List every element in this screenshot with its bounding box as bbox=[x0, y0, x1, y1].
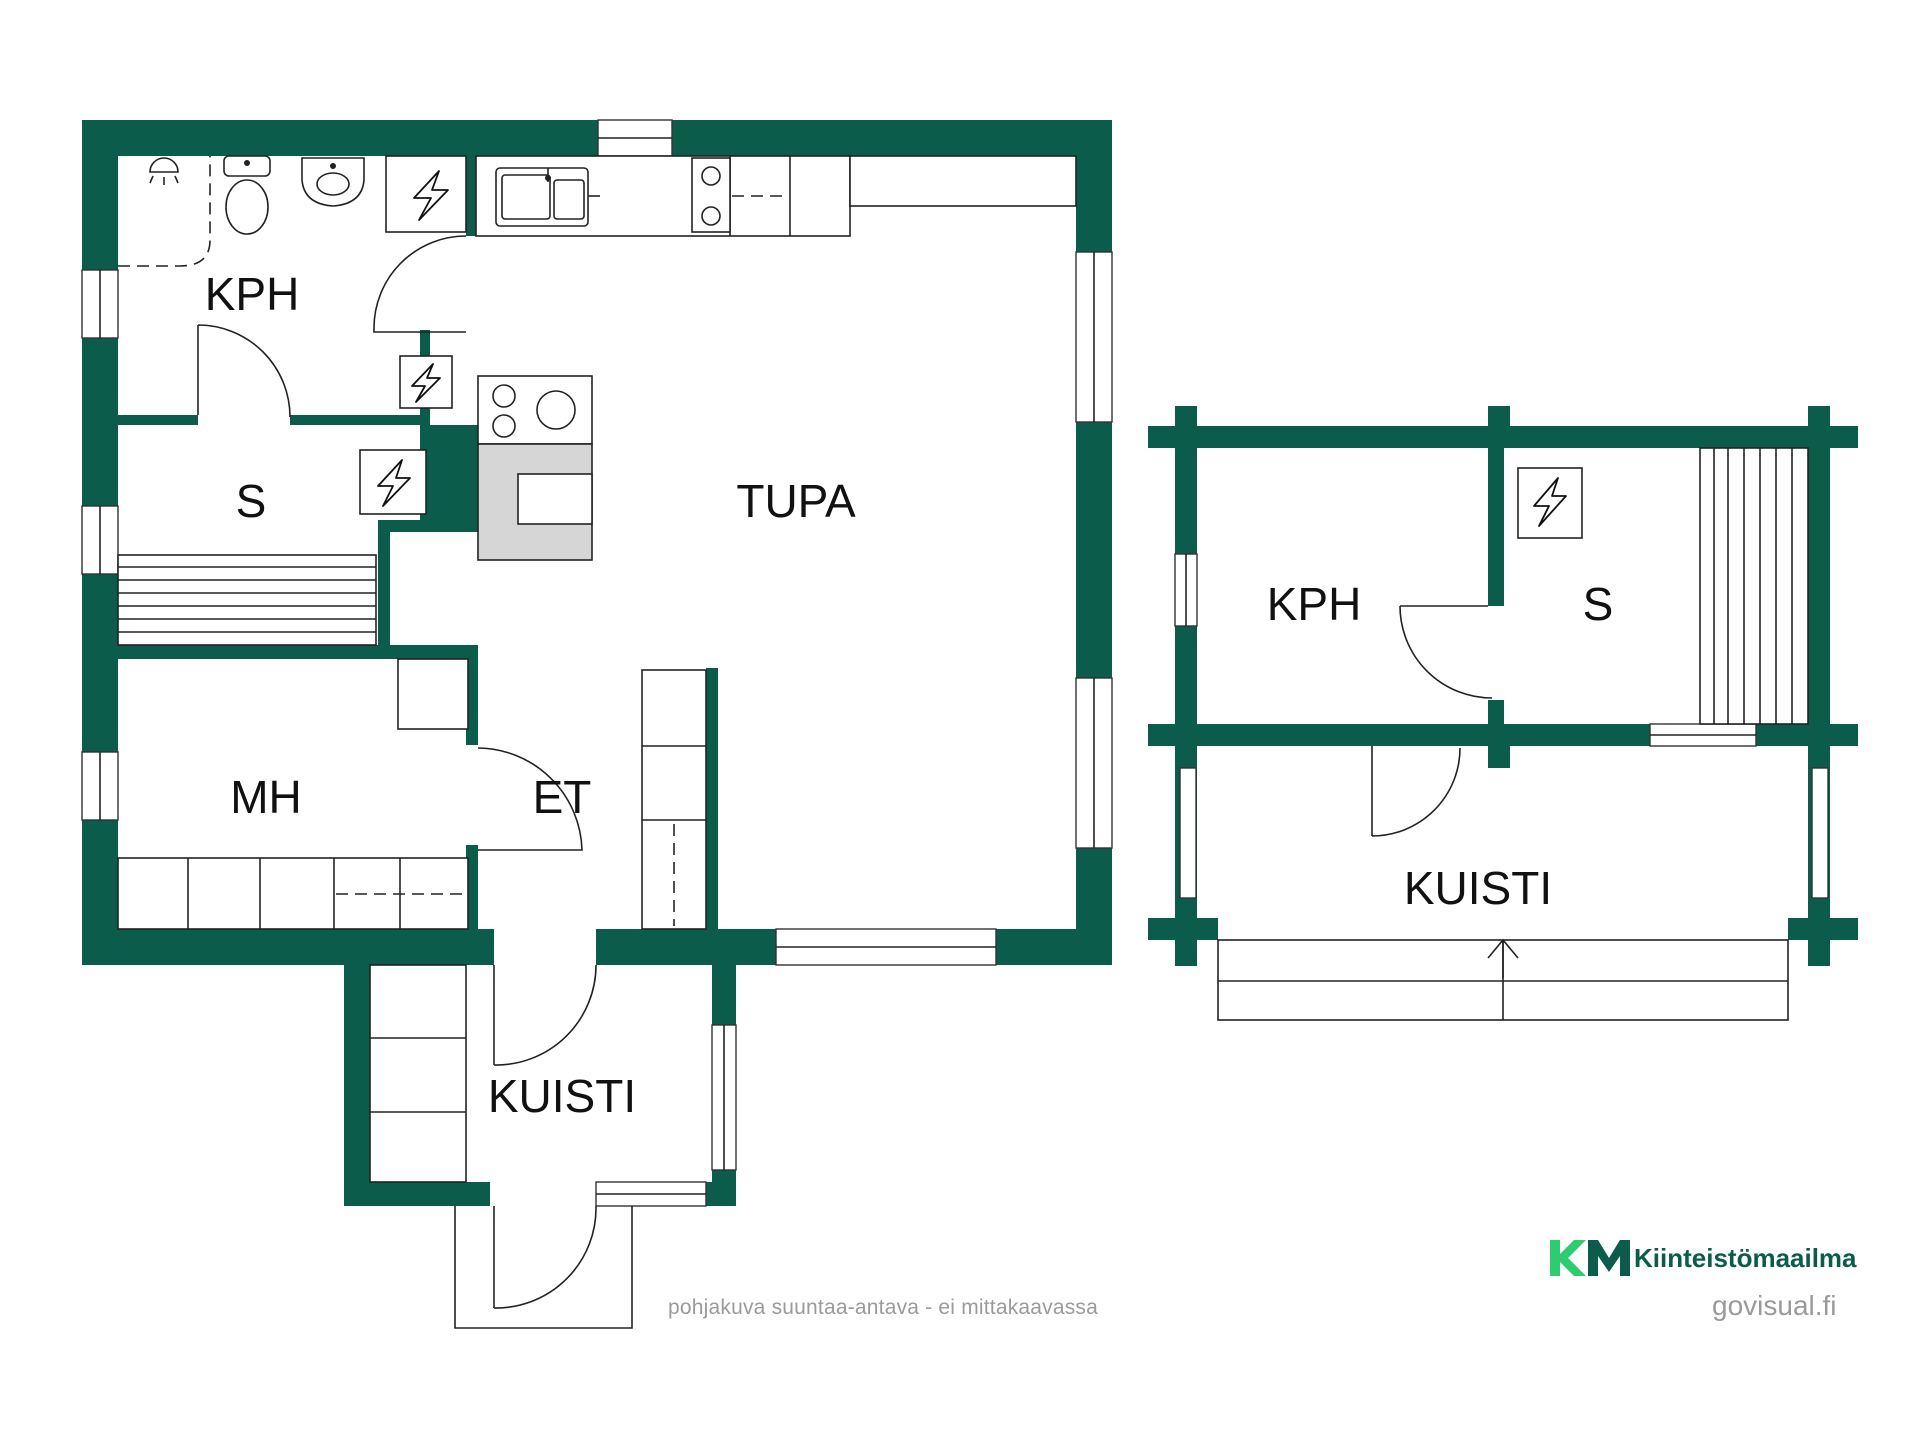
sauna-bench bbox=[117, 554, 377, 646]
wall-bottom-mid bbox=[596, 929, 776, 965]
annex-building bbox=[1148, 406, 1858, 1021]
door-kph-s bbox=[197, 324, 291, 418]
wall-kph-s bbox=[118, 415, 198, 425]
wall-kph-s-2 bbox=[290, 415, 430, 425]
room-label-kph: KPH bbox=[205, 268, 300, 320]
wall-mh-right-2 bbox=[466, 845, 478, 929]
room-label-mh: MH bbox=[230, 771, 302, 823]
room-label-annex-kph: KPH bbox=[1267, 578, 1362, 630]
porch-steps bbox=[454, 1206, 633, 1329]
room-label-annex-kuisti: KUISTI bbox=[1404, 862, 1552, 914]
brand-name: Kiinteistömaailma bbox=[1634, 1242, 1857, 1273]
room-label-kuisti: KUISTI bbox=[488, 1070, 636, 1122]
wall-kitchen-divider bbox=[466, 156, 476, 236]
fireplace bbox=[477, 375, 593, 561]
door-entrance bbox=[493, 964, 597, 1066]
tall-cabinet bbox=[641, 669, 707, 930]
room-label-tupa: TUPA bbox=[736, 475, 856, 527]
wall-mh-top bbox=[118, 645, 478, 659]
km-logo-icon bbox=[1550, 1240, 1630, 1276]
stove-icon bbox=[691, 157, 731, 233]
wall-chimney bbox=[430, 425, 478, 530]
wall-s-right bbox=[420, 330, 430, 530]
porch-storage bbox=[369, 964, 467, 1183]
credit-text: govisual.fi bbox=[1712, 1290, 1837, 1321]
wall-top bbox=[82, 120, 1112, 156]
electric-panel-icon bbox=[399, 355, 453, 409]
room-label-s: S bbox=[236, 475, 267, 527]
door-kph-tupa bbox=[373, 235, 467, 333]
arrow-up-icon bbox=[1487, 938, 1519, 978]
wall-s-corridor bbox=[378, 520, 390, 645]
electric-panel-icon bbox=[385, 155, 467, 233]
door-mh bbox=[477, 747, 583, 851]
shower-icon bbox=[149, 157, 179, 185]
porch-wall-bottom-left bbox=[344, 1182, 490, 1206]
annex-steps bbox=[1217, 938, 1789, 1021]
wall-bottom-left bbox=[82, 929, 494, 965]
porch-wall-left bbox=[344, 960, 370, 1205]
wall-bottom-right bbox=[996, 929, 1112, 965]
annex-door-kph-s bbox=[1399, 605, 1493, 699]
annex-wall-kph-s bbox=[1488, 426, 1504, 606]
brand-logo: Kiinteistömaailma bbox=[1548, 1236, 1857, 1280]
wardrobe bbox=[117, 658, 469, 930]
wall-tupa-partition bbox=[706, 668, 718, 929]
wall-mh-right bbox=[466, 645, 478, 745]
kitchen-sink-icon bbox=[495, 167, 600, 227]
toilet-icon bbox=[223, 155, 271, 235]
annex-porch-side-right bbox=[1811, 767, 1829, 899]
disclaimer-text: pohjakuva suuntaa-antava - ei mittakaava… bbox=[668, 1296, 1099, 1319]
annex-door-kph-kuisti bbox=[1371, 746, 1461, 837]
room-label-et: ET bbox=[533, 771, 592, 823]
room-label-annex-s: S bbox=[1583, 578, 1614, 630]
annex-sauna-bench bbox=[1699, 447, 1809, 725]
electric-panel-icon bbox=[359, 449, 427, 515]
sink-icon bbox=[301, 157, 365, 207]
main-building bbox=[81, 119, 1113, 1329]
electric-panel-icon bbox=[1517, 467, 1583, 539]
annex-porch-side-left bbox=[1179, 767, 1197, 899]
wall-s-bottom bbox=[380, 520, 480, 532]
door-porch-outer bbox=[493, 1205, 597, 1309]
